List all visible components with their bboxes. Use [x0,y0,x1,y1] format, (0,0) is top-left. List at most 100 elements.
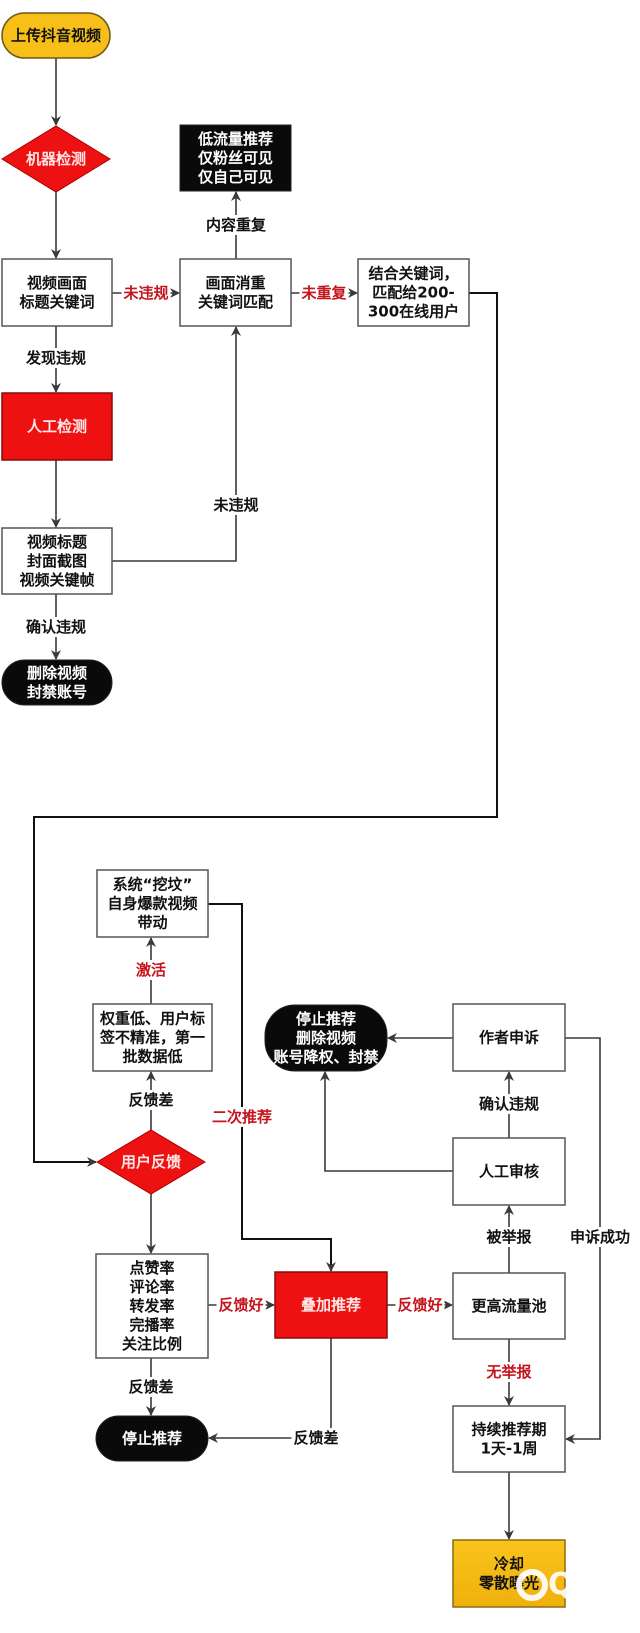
node-shape [1,125,111,193]
edge-label-feedback-good-1: 反馈好 [218,1296,263,1314]
node-text: 删除视频 [27,664,87,682]
node-text: 关注比例 [122,1335,182,1353]
node-text: 系统“挖坟” [113,876,193,894]
node-shape [1,258,113,327]
edge-label-reported: 被举报 [486,1228,531,1246]
edge-label-second-recommend: 二次推荐 [212,1108,272,1126]
edge-label-appeal-success: 申诉成功 [570,1228,630,1246]
node-text: 更高流量池 [471,1297,546,1315]
node-text: 结合关键词， [368,265,458,283]
edge-label-found-violation: 发现违规 [25,349,86,367]
node-shape [96,869,209,938]
node-shape [1,392,113,461]
edge-label-bg [126,1090,176,1110]
node-shape [264,1004,388,1072]
node-text: 停止推荐 [296,1010,356,1028]
edge-cover-to-dedup [112,326,241,562]
node-text: 人工检测 [27,418,87,436]
edge-grave-to-stack [208,903,336,1272]
edge-label-bg [211,495,261,515]
edge-label-bg [204,215,268,235]
node-text: 自身爆款视频 [107,895,197,913]
edge-label-bg [395,1295,445,1315]
node-text: 完播率 [129,1316,174,1334]
node-text: 账号降权、封禁 [273,1048,378,1066]
node-text: 点赞率 [129,1259,174,1277]
node-text: 冷却 [494,1555,524,1573]
node-text: 叠加推荐 [301,1296,361,1314]
node-text: 作者申诉 [479,1029,539,1047]
node-stack-recommend: 叠加推荐 [274,1271,388,1339]
node-shape [1,527,113,595]
edge-label-bg [291,1428,341,1448]
edge-label-feedback-bad-1: 反馈差 [128,1091,173,1109]
node-text: 关键词匹配 [198,293,273,311]
edge-label-bg [210,1107,274,1127]
node-text: 删除视频 [296,1029,356,1047]
node-manual-review: 人工审核 [452,1137,566,1206]
node-text: 标题关键词 [18,293,94,311]
edge-label-bg [121,283,171,303]
edge-label-bg [477,1094,541,1114]
node-shape [452,1137,566,1206]
node-manual-check: 人工检测 [1,392,113,461]
node-shape [95,1253,209,1359]
node-shape [452,1539,566,1608]
node-shape [96,1129,206,1195]
edge-match-to-feedback [33,292,498,1167]
node-shape [1,659,113,706]
edge-label-bg [24,348,88,368]
node-shape [1,12,111,59]
edge-label-feedback-bad-3: 反馈差 [293,1429,338,1447]
edge-label-bg [299,283,349,303]
edge-labels: 未违规未重复内容重复发现违规未违规确认违规激活反馈差二次推荐确认违规被举报申诉成… [24,215,632,1448]
node-text: 用户反馈 [121,1153,181,1171]
node-text: 签不精准，第一 [99,1029,205,1047]
edge-label-bg [24,617,88,637]
node-shape [452,1272,566,1340]
edge-label-confirm-violation-2: 确认违规 [479,1095,539,1113]
node-text: 匹配给200- [372,284,455,302]
node-text: 上传抖音视频 [11,27,101,45]
node-text: 1天-1周 [480,1440,537,1458]
edge-label-feedback-good-2: 反馈好 [397,1296,442,1314]
node-author-appeal: 作者申诉 [452,1003,566,1072]
edge-label-content-duplicate: 内容重复 [206,216,267,234]
node-shape [274,1271,388,1339]
node-text: 评论率 [129,1278,174,1296]
node-text: 视频关键帧 [19,571,94,589]
node-text: 权重低、用户标 [99,1010,205,1028]
node-shape [92,1003,213,1072]
node-shape [179,258,292,327]
node-text: 300在线用户 [368,303,459,321]
edge-label-bg [126,1377,176,1397]
edge-label-bg [216,1295,266,1315]
edge-stack-to-stop [208,1338,332,1443]
node-shape [452,1003,566,1072]
edge-label-activate: 激活 [136,961,166,979]
node-shape [179,124,292,192]
node-text: 持续推荐期 [471,1421,546,1439]
edge-label-feedback-bad-2: 反馈差 [128,1378,173,1396]
node-text: 低流量推荐 [197,130,273,148]
node-text: 画面消重 [205,274,265,292]
node-user-feedback: 用户反馈 [96,1129,206,1195]
watermark-subtext: 青 瓜 [510,1612,542,1628]
node-higher-pool: 更高流量池 [452,1272,566,1340]
node-machine-check: 机器检测 [1,125,111,193]
node-text: 批数据低 [122,1048,182,1066]
node-text: 封禁账号 [27,683,87,701]
edge-label-bg [134,960,168,980]
edge-label-confirm-violation-1: 确认违规 [26,618,86,636]
